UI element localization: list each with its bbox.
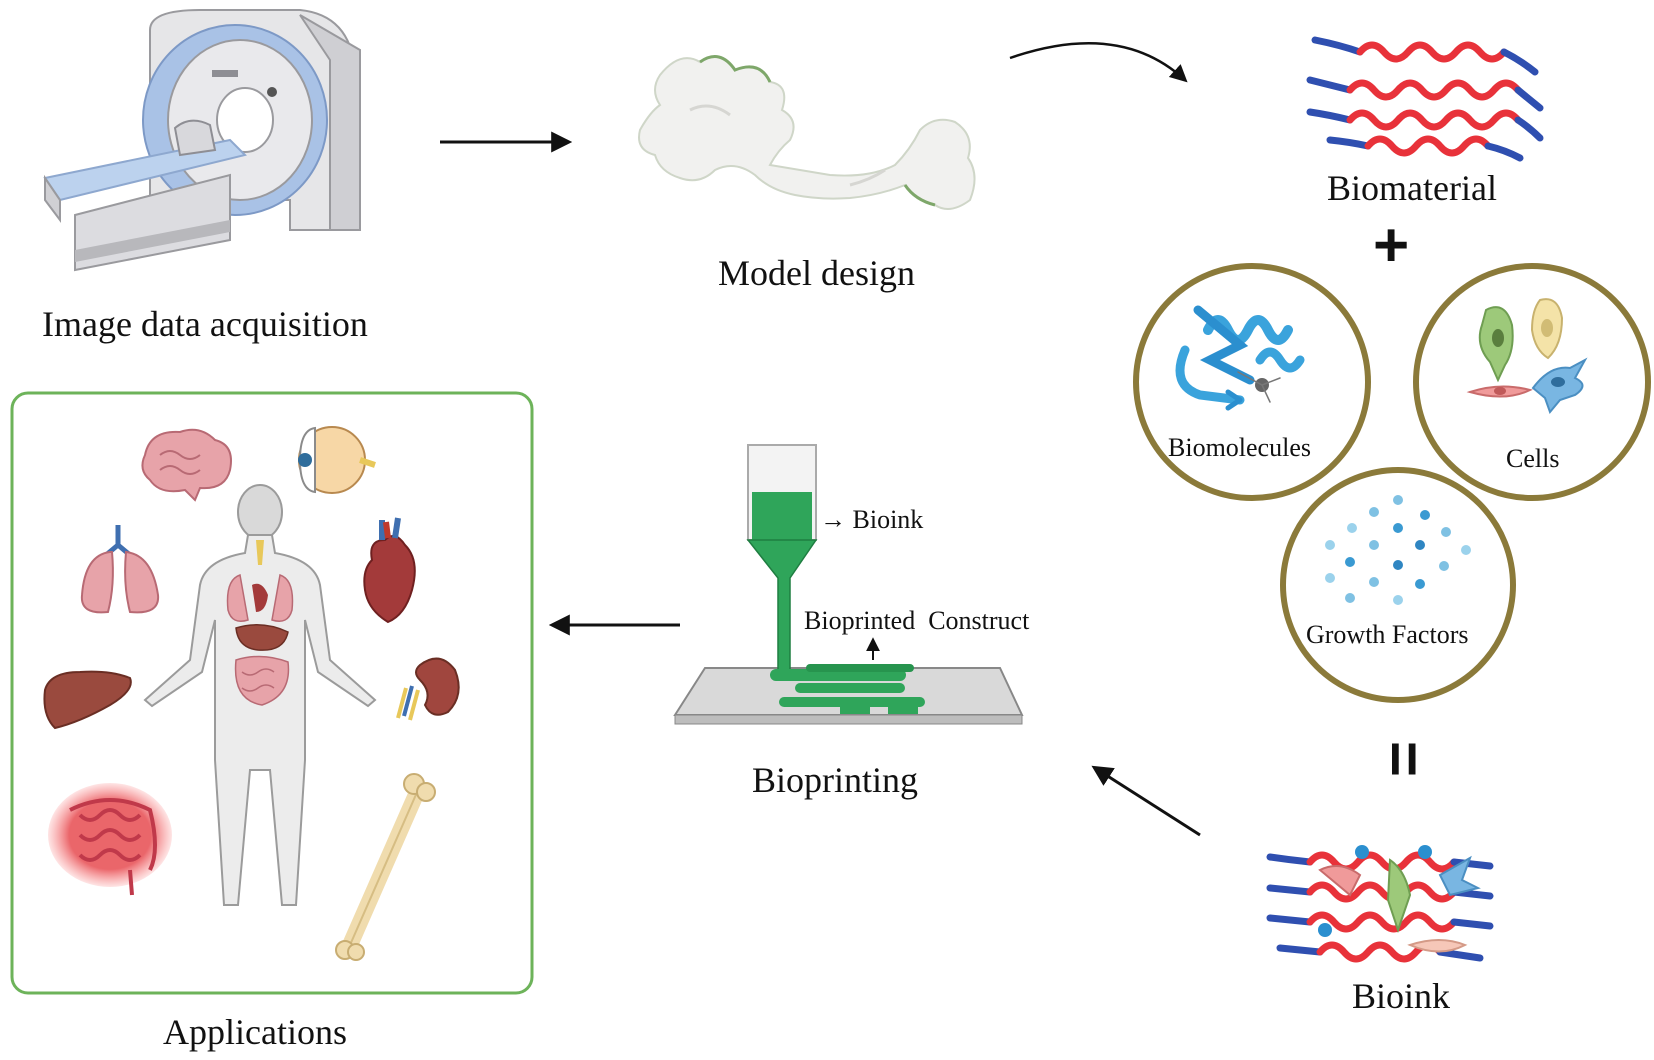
bioink-pointer-label: → Bioink [820,505,924,534]
image-acquisition-label: Image data acquisition [42,304,368,344]
bioink-fibers-icon [1266,845,1494,963]
eye-icon [298,426,376,494]
model-3d-shape-icon [638,55,976,210]
kidney-icon [396,657,460,721]
cells-label: Cells [1506,444,1560,473]
arrow-to-biomaterial [1009,42,1188,83]
biomolecules-label: Biomolecules [1168,433,1311,462]
bone-icon [335,773,436,961]
cells-circle [1413,263,1651,501]
plus-symbol: + [1373,211,1410,280]
bioink-label: Bioink [1352,976,1451,1016]
biomaterial-label: Biomaterial [1327,168,1497,208]
human-body-icon [143,484,377,906]
lungs-icon [80,525,160,614]
model-design-label: Model design [718,253,915,293]
biomaterial-fibers-icon [1306,36,1544,162]
intestine-icon [48,783,172,896]
cells-icon [1466,298,1588,414]
bioprinting-label: Bioprinting [752,760,919,800]
arrow-to-bioprinting [1091,765,1201,837]
equals-symbol: = [1369,740,1439,778]
mri-scanner-icon [43,9,362,272]
protein-structure-icon [1175,305,1305,411]
growth-factors-circle [1280,467,1516,703]
growth-factor-dots-icon [1325,495,1471,605]
liver-icon [43,670,132,730]
applications-label: Applications [163,1012,347,1052]
bioprinter-icon [673,444,1024,725]
bioprinted-construct-label: Bioprinted Construct [804,606,1030,635]
growth-factors-label: Growth Factors [1306,620,1469,649]
heart-icon [363,517,416,624]
brain-icon [141,428,232,502]
